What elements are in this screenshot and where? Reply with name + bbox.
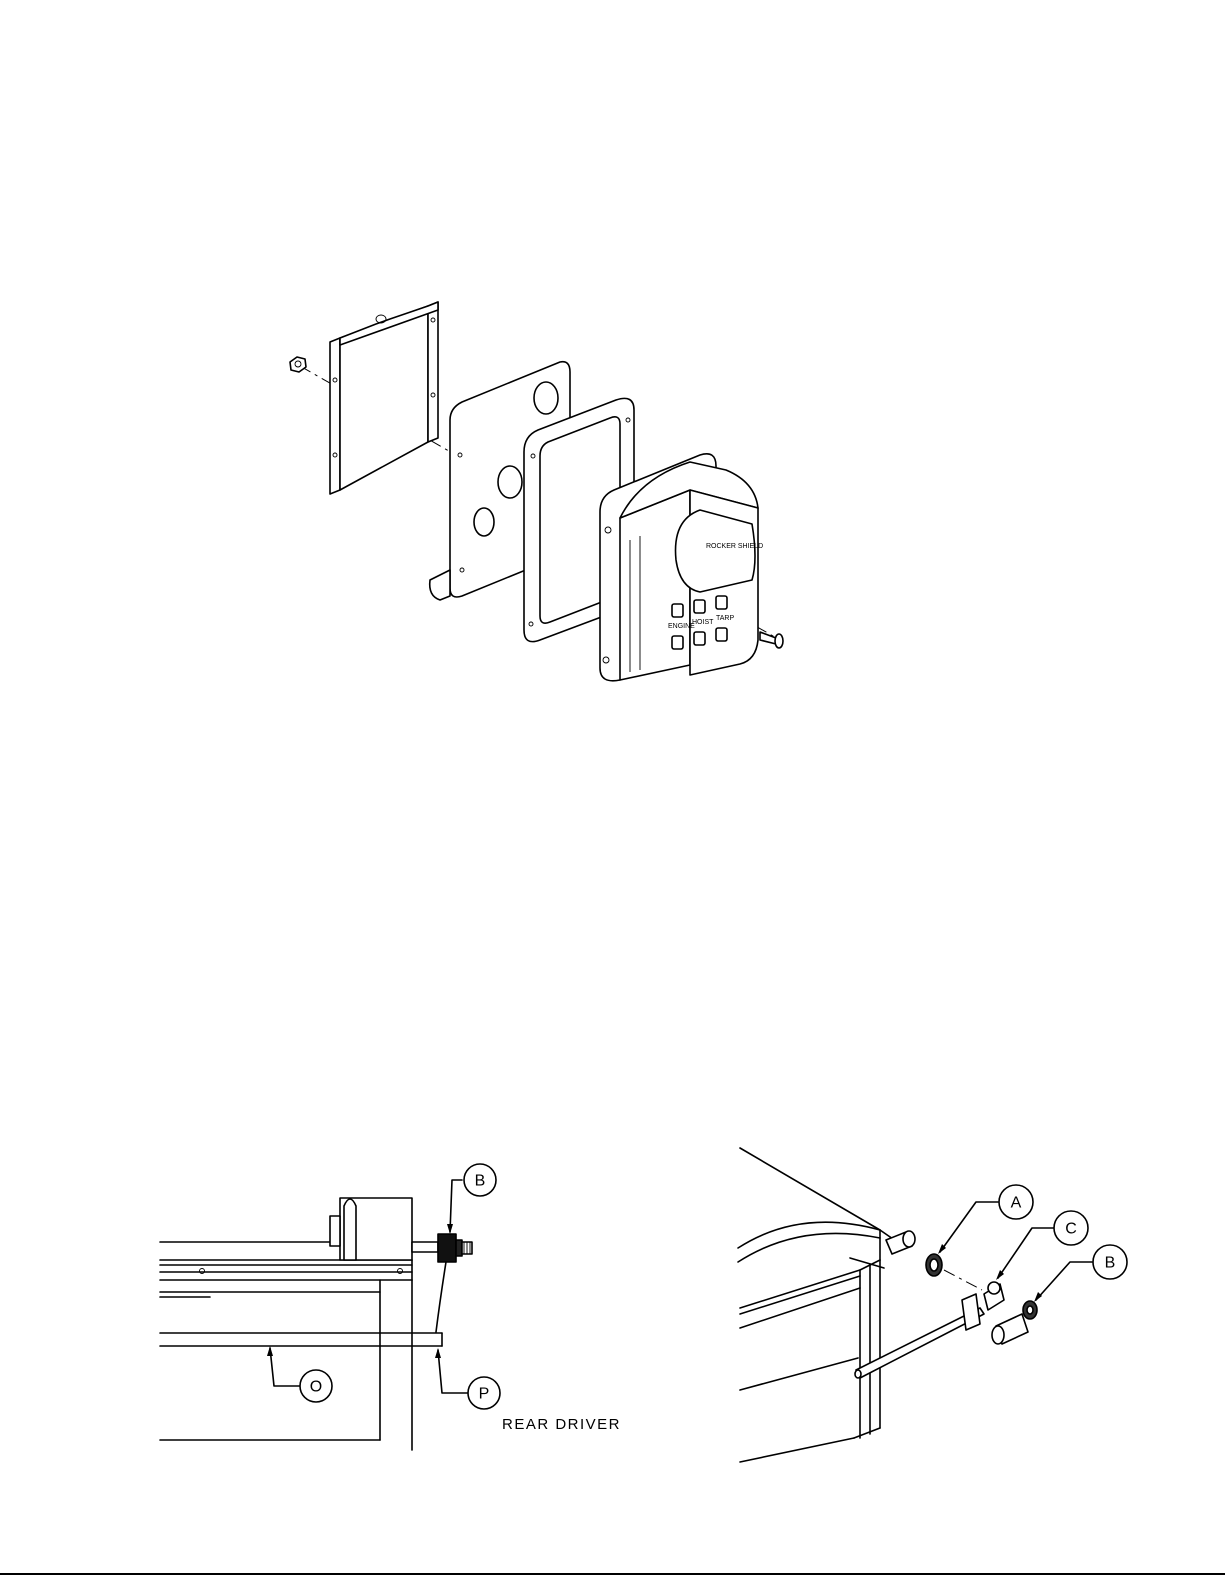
leader-line-a [940, 1202, 998, 1252]
alignment-line [944, 1270, 982, 1290]
leader-line-o [270, 1348, 300, 1386]
svg-text:O: O [310, 1379, 322, 1396]
leader-line-c [998, 1228, 1054, 1278]
tube-end [886, 1231, 915, 1254]
callout-b: B [464, 1164, 496, 1196]
svg-text:C: C [1065, 1221, 1077, 1238]
svg-text:A: A [1011, 1195, 1022, 1212]
pivot-arm-diagram: A C B [730, 1138, 1150, 1478]
mounting-bracket [330, 302, 438, 494]
rocker-shield-label: ROCKER SHIELD [706, 543, 763, 550]
hex-nut [290, 357, 306, 372]
callout-p: P [468, 1377, 500, 1409]
callout-o: O [300, 1370, 332, 1402]
page-bottom-rule [0, 1573, 1225, 1575]
bushing-a [926, 1254, 942, 1276]
drive-shaft-assembly [412, 1234, 472, 1332]
pivot-arm [855, 1294, 984, 1378]
callout-c: C [1054, 1211, 1088, 1245]
mounting-screw [760, 632, 783, 648]
control-box: ROCKER SHIELD ENGINE HOIST TARP [600, 454, 763, 681]
callout-a: A [999, 1185, 1033, 1219]
svg-text:B: B [475, 1173, 486, 1190]
tarp-body [738, 1148, 906, 1462]
svg-text:B: B [1105, 1255, 1116, 1272]
hoist-switch-label: HOIST [692, 619, 714, 626]
leader-line-b2 [1036, 1262, 1092, 1300]
bearing-b [992, 1301, 1037, 1344]
callout-b-pivot: B [1093, 1245, 1127, 1279]
motor-housing [330, 1198, 412, 1260]
rear-driver-caption: REAR DRIVER [502, 1416, 621, 1433]
svg-text:P: P [479, 1386, 490, 1403]
tarp-switch-label: TARP [716, 615, 734, 622]
pivot-plate-c [984, 1282, 1004, 1310]
rear-driver-diagram: B O P REAR DRIVER [150, 1160, 650, 1460]
leader-line-p [438, 1350, 468, 1393]
frame-structure [160, 1280, 442, 1450]
exploded-assembly-diagram: ROCKER SHIELD ENGINE HOIST TARP [0, 0, 1225, 760]
